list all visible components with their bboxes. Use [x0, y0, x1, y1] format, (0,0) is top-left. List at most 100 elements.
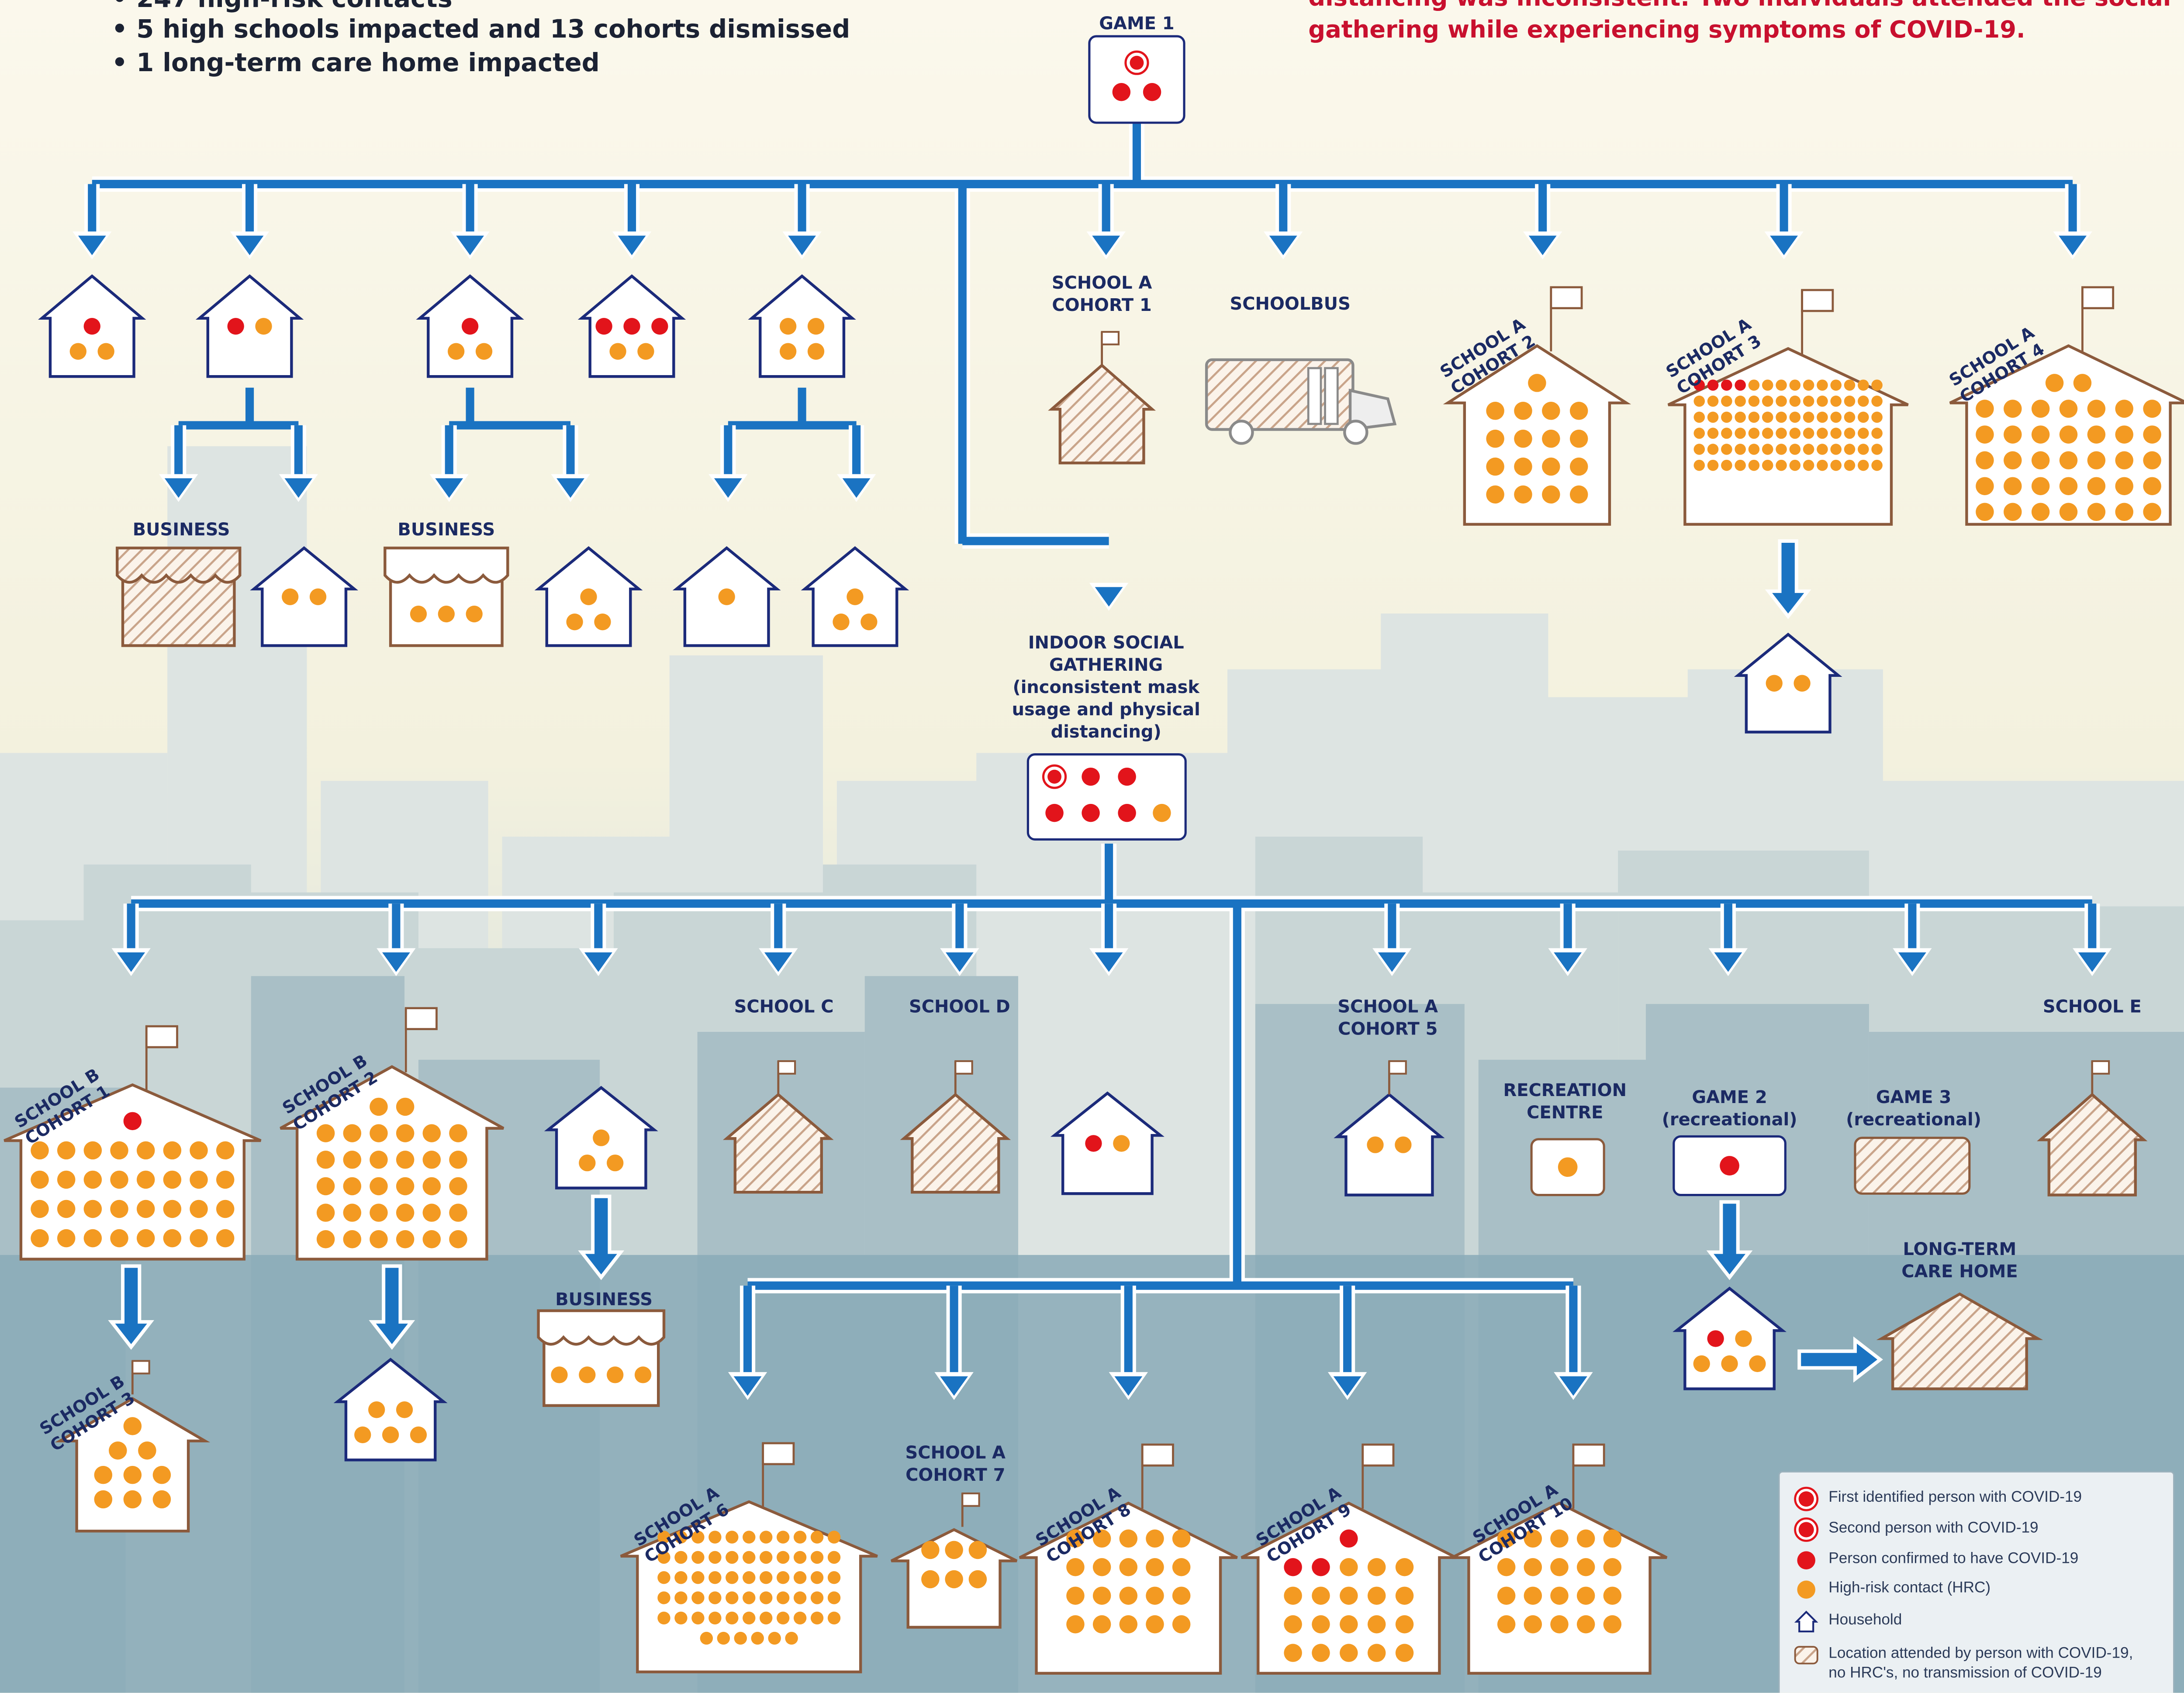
label-line: (inconsistent mask	[1013, 676, 1199, 697]
business-awning	[116, 546, 242, 584]
hrc-dot	[2059, 425, 2078, 444]
hrc-dot	[316, 1203, 335, 1222]
hrc-dot	[396, 1177, 415, 1196]
arrowhead	[618, 235, 646, 255]
legend-item: High-risk contact (HRC)	[1794, 1577, 2156, 1602]
hrc-dot	[1830, 444, 1842, 455]
hrc-dot	[847, 588, 864, 605]
hrc-dot	[370, 1230, 388, 1248]
legend-item: Second person with COVID-19	[1794, 1517, 2156, 1542]
hrc-dot	[1707, 459, 1719, 471]
legend-label: Person confirmed to have COVID-19	[1828, 1550, 2079, 1568]
hrc-dot	[551, 1366, 568, 1383]
hrc-dot	[1367, 1136, 1384, 1153]
hrc-dot	[1092, 1558, 1111, 1576]
hrc-dot	[1817, 444, 1828, 455]
hrc-dot	[607, 1154, 624, 1172]
hrc-dot	[833, 614, 850, 631]
arrowhead	[78, 235, 106, 255]
hrc-dot	[2059, 503, 2078, 521]
hrc-dot	[760, 1571, 773, 1584]
hrc-dot	[1603, 1529, 1622, 1548]
hrc-dot	[1172, 1529, 1191, 1548]
hrc-dot	[779, 343, 797, 360]
hrc-dot	[945, 1570, 963, 1589]
hrc-dot	[110, 1200, 128, 1218]
red-note-line: distancing was inconsistent. Two individ…	[1308, 0, 2171, 14]
hrc-dot	[438, 605, 455, 623]
hrc-dot	[309, 588, 327, 605]
legend-label: no HRC's, no transmission of COVID-19	[1828, 1665, 2102, 1682]
hrc-dot	[1486, 457, 1504, 476]
hrc-dot	[1172, 1615, 1191, 1634]
hrc-dot	[726, 1551, 739, 1564]
hrc-dot	[1092, 1586, 1111, 1605]
hrc-dot	[83, 1229, 102, 1248]
hrc-dot	[1340, 1586, 1358, 1605]
hrc-dot	[768, 1631, 781, 1645]
hrc-dot	[566, 614, 583, 631]
hrc-dot	[921, 1570, 940, 1589]
hrc-dot	[97, 343, 114, 360]
hrc-dot	[31, 1141, 49, 1160]
hrc-dot	[743, 1531, 756, 1544]
summary-bullet: • 247 high-risk contacts	[111, 0, 452, 17]
hrc-dot	[2143, 451, 2161, 469]
hrc-dot	[760, 1591, 773, 1604]
flag-icon	[1572, 1443, 1605, 1467]
hrc-dot	[1844, 395, 1856, 407]
case-dot	[1118, 803, 1136, 822]
hrc-dot	[396, 1124, 415, 1142]
hatched-location-icon	[1048, 363, 1156, 465]
label-line: COHORT 7	[905, 1464, 1006, 1485]
hrc-dot	[1367, 1558, 1386, 1576]
hrc-dot	[1146, 1529, 1164, 1548]
hrc-dot	[1858, 459, 1869, 471]
hrc-dot	[1367, 1615, 1386, 1634]
case-dot	[1693, 379, 1705, 391]
hrc-dot	[316, 1230, 335, 1248]
hrc-dot	[1340, 1558, 1358, 1576]
arrowhead	[117, 952, 145, 972]
hrc-dot	[343, 1177, 362, 1196]
flag-icon	[1101, 331, 1120, 345]
hrc-dot	[343, 1124, 362, 1142]
hrc-dot	[810, 1531, 824, 1544]
label-line: SCHOOL A	[905, 1441, 1006, 1463]
hrc-dot	[2004, 400, 2022, 418]
hrc-dot	[1395, 1558, 1414, 1576]
hrc-dot	[475, 343, 493, 360]
bus-door	[1307, 367, 1322, 425]
hrc-dot	[163, 1229, 182, 1248]
hrc-dot	[1871, 428, 1883, 439]
household-icon	[1734, 632, 1842, 734]
nodes	[3, 35, 2184, 1675]
hrc-dot	[1748, 395, 1760, 407]
hrc-dot	[1146, 1558, 1164, 1576]
arrowhead	[1333, 1376, 1362, 1396]
arrowheads	[73, 184, 2112, 1400]
business-label: BUSINESS	[132, 518, 230, 540]
hrc-dot	[1576, 1586, 1595, 1605]
hrc-dot	[2004, 503, 2022, 521]
bus-front	[1348, 389, 1397, 431]
summary-bullet: • 5 high schools impacted and 13 cohorts…	[111, 15, 850, 45]
hrc-dot	[1830, 379, 1842, 391]
hrc-dot	[751, 1631, 764, 1645]
hrc-dot	[1576, 1615, 1595, 1634]
confirmed-case-icon	[1797, 1551, 1815, 1569]
hrc-dot	[1789, 395, 1801, 407]
hrc-dot	[410, 605, 427, 623]
hrc-dot	[827, 1531, 841, 1544]
hrc-dot	[449, 1151, 467, 1169]
hrc-dot	[2115, 503, 2133, 521]
first-case-dot	[1047, 769, 1062, 784]
arrowhead	[284, 478, 313, 498]
bullet-text: 247 high-risk contacts	[136, 0, 453, 14]
hrc-dot	[1776, 379, 1787, 391]
hrc-dot	[760, 1531, 773, 1544]
flag-icon	[777, 1060, 796, 1075]
hrc-dot	[674, 1551, 688, 1564]
hrc-dot	[2031, 425, 2050, 444]
hrc-dot	[700, 1631, 713, 1645]
